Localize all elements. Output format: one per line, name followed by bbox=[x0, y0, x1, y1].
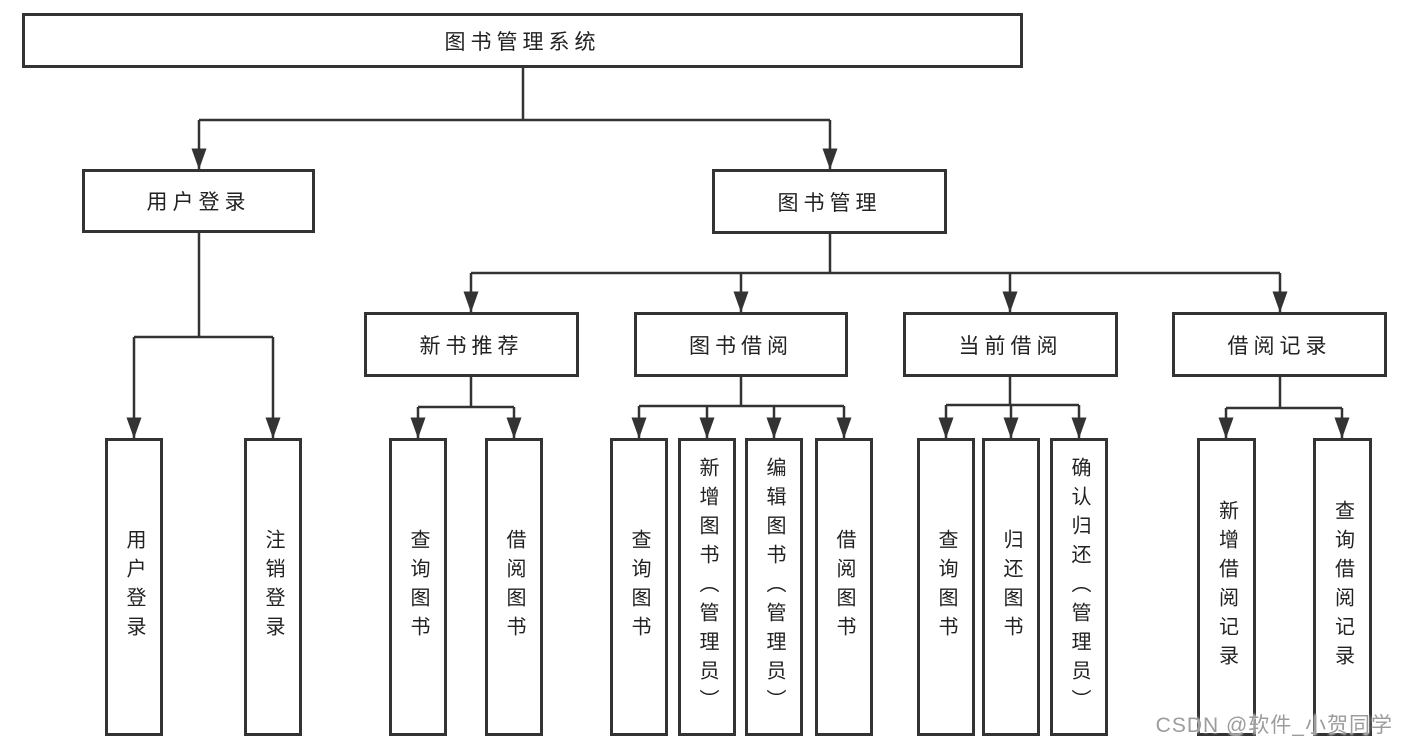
leaf-borrow-books: 借阅图书 bbox=[815, 438, 873, 736]
connector-book-borrowing-children bbox=[631, 377, 852, 439]
leaf-user-login: 用户登录 bbox=[105, 438, 163, 736]
leaf-add-books-admin: 新增图书（管理员） bbox=[678, 438, 736, 736]
leaf-query-borrow-record: 查询借阅记录 bbox=[1313, 438, 1372, 736]
node-book-borrowing: 图书借阅 bbox=[634, 312, 848, 377]
node-user-login: 用户登录 bbox=[82, 169, 315, 233]
node-new-book-recommendation: 新书推荐 bbox=[364, 312, 579, 377]
leaf-query-books-current: 查询图书 bbox=[917, 438, 975, 736]
connector-current-borrowing-children bbox=[938, 377, 1087, 439]
leaf-confirm-return-admin: 确认归还（管理员） bbox=[1050, 438, 1108, 736]
connector-user-login-children bbox=[126, 233, 281, 439]
node-borrowing-records: 借阅记录 bbox=[1172, 312, 1387, 377]
leaf-borrow-books-recommend: 借阅图书 bbox=[485, 438, 543, 736]
connector-book-management-children bbox=[463, 234, 1288, 313]
connector-borrowing-records-children bbox=[1218, 377, 1350, 439]
connector-root-to-level2 bbox=[191, 68, 838, 170]
watermark: CSDN @软件_小贺同学 bbox=[1155, 714, 1393, 737]
node-current-borrowing: 当前借阅 bbox=[903, 312, 1118, 377]
leaf-add-borrow-record: 新增借阅记录 bbox=[1197, 438, 1256, 736]
connector-new-book-recommendation-children bbox=[410, 377, 522, 439]
node-book-management: 图书管理 bbox=[712, 169, 947, 234]
leaf-query-books-recommend: 查询图书 bbox=[389, 438, 447, 736]
leaf-query-books-borrow: 查询图书 bbox=[610, 438, 668, 736]
leaf-edit-books-admin: 编辑图书（管理员） bbox=[745, 438, 803, 736]
leaf-logout: 注销登录 bbox=[244, 438, 302, 736]
leaf-return-books: 归还图书 bbox=[982, 438, 1040, 736]
node-library-management-system: 图书管理系统 bbox=[22, 13, 1023, 68]
